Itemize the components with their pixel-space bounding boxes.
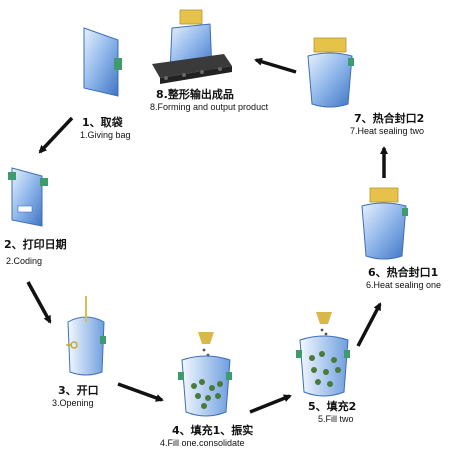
step-3-bag-illustration bbox=[66, 296, 106, 376]
step-4-bag-illustration bbox=[178, 332, 232, 417]
step-3-label: 3、开口 3.Opening bbox=[52, 384, 99, 408]
step-1-label: 1、取袋 1.Giving bag bbox=[80, 115, 131, 140]
step-8-cn-label: 8.整形输出成品 bbox=[156, 87, 234, 101]
step-5-en-label: 5.Fill two bbox=[318, 414, 354, 424]
step-6-label: 6、热合封口1 6.Heat sealing one bbox=[366, 265, 441, 290]
step-6-en-label: 6.Heat sealing one bbox=[366, 280, 441, 290]
step-7-bag-illustration bbox=[307, 37, 354, 108]
step-6-bag-illustration bbox=[361, 187, 408, 260]
step-1-bag-illustration bbox=[83, 27, 122, 97]
step-8-en-label: 8.Forming and output product bbox=[150, 102, 269, 112]
step-6-cn-label: 6、热合封口1 bbox=[368, 265, 438, 279]
step-5-label: 5、填充2 5.Fill two bbox=[308, 399, 356, 424]
arrow-5-to-6 bbox=[356, 302, 382, 347]
arrow-2-to-3 bbox=[26, 281, 52, 324]
step-8-label: 8.整形输出成品 8.Forming and output product bbox=[150, 87, 269, 112]
step-2-cn-label: 2、打印日期 bbox=[4, 237, 67, 251]
step-4-cn-label: 4、填充1、振实 bbox=[172, 423, 253, 437]
step-7-cn-label: 7、热合封口2 bbox=[354, 111, 424, 125]
step-5-bag-illustration bbox=[296, 312, 350, 397]
step-7-label: 7、热合封口2 7.Heat sealing two bbox=[350, 111, 424, 136]
step-4-label: 4、填充1、振实 4.Fill one.consolidate bbox=[160, 423, 253, 448]
arrow-3-to-4 bbox=[117, 382, 164, 402]
step-5-cn-label: 5、填充2 bbox=[308, 399, 356, 413]
step-2-bag-illustration bbox=[8, 167, 48, 227]
step-3-en-label: 3.Opening bbox=[52, 398, 94, 408]
flow-arrows bbox=[26, 57, 388, 414]
step-3-cn-label: 3、开口 bbox=[58, 384, 99, 397]
arrow-1-to-2 bbox=[38, 116, 74, 154]
step-8-bag-illustration bbox=[152, 9, 232, 84]
arrow-7-to-8 bbox=[254, 57, 297, 74]
step-1-cn-label: 1、取袋 bbox=[82, 115, 124, 129]
step-2-en-label: 2.Coding bbox=[6, 256, 42, 266]
arrow-4-to-5 bbox=[249, 394, 292, 414]
step-1-en-label: 1.Giving bag bbox=[80, 130, 131, 140]
step-4-en-label: 4.Fill one.consolidate bbox=[160, 438, 245, 448]
step-2-label: 2、打印日期 2.Coding bbox=[4, 237, 67, 266]
step-7-en-label: 7.Heat sealing two bbox=[350, 126, 424, 136]
